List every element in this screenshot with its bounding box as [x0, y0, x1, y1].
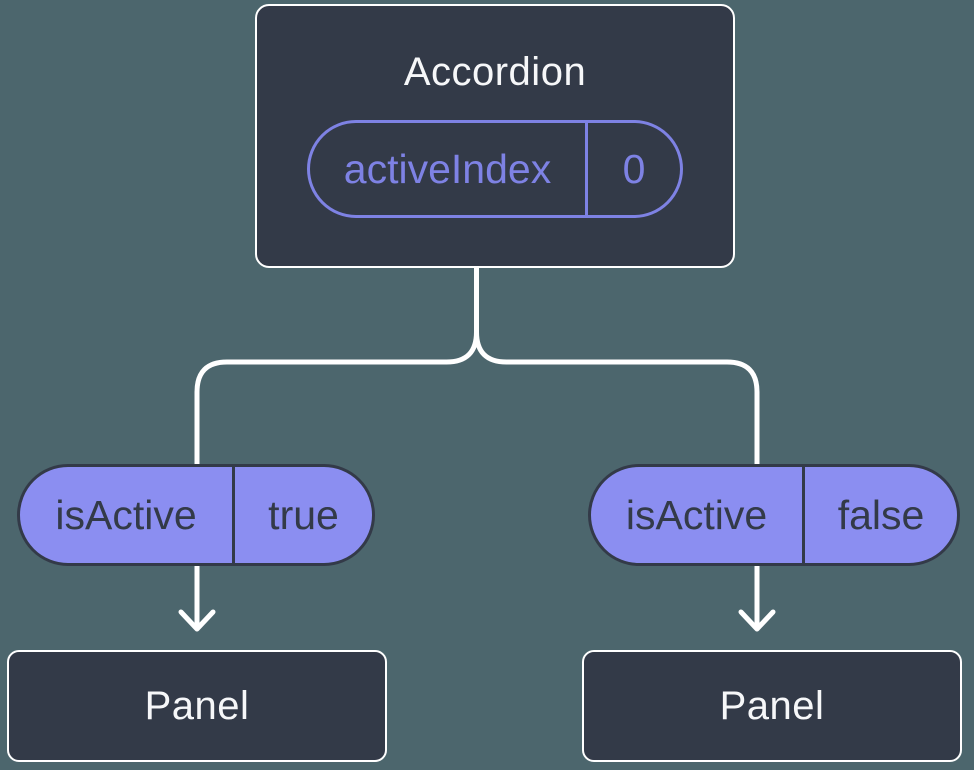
- state-value-label: 0: [622, 145, 646, 192]
- accordion-node: Accordion activeIndex 0: [255, 4, 735, 268]
- state-pill: activeIndex 0: [307, 120, 683, 218]
- panel-node-title: Panel: [719, 683, 825, 728]
- state-pill-divider: [585, 123, 588, 215]
- panel-node-title: Panel: [144, 683, 250, 728]
- branch-line-left: [194, 263, 479, 631]
- arrowhead-right-icon: [738, 609, 776, 632]
- accordion-node-title: Accordion: [403, 50, 587, 94]
- panel-node-right: Panel: [582, 650, 962, 762]
- prop-pill-left: isActive true: [17, 464, 375, 566]
- prop-pill-divider: [802, 467, 805, 563]
- prop-name-label: isActive: [55, 491, 197, 538]
- arrowhead-left-icon: [178, 609, 216, 632]
- prop-value-label: false: [837, 491, 925, 538]
- panel-node-left: Panel: [7, 650, 387, 762]
- branch-line-right: [474, 263, 760, 631]
- prop-pill-divider: [232, 467, 235, 563]
- prop-value-label: true: [268, 491, 339, 538]
- prop-name-label: isActive: [625, 491, 768, 538]
- state-name-label: activeIndex: [343, 145, 552, 192]
- prop-pill-right: isActive false: [588, 464, 960, 566]
